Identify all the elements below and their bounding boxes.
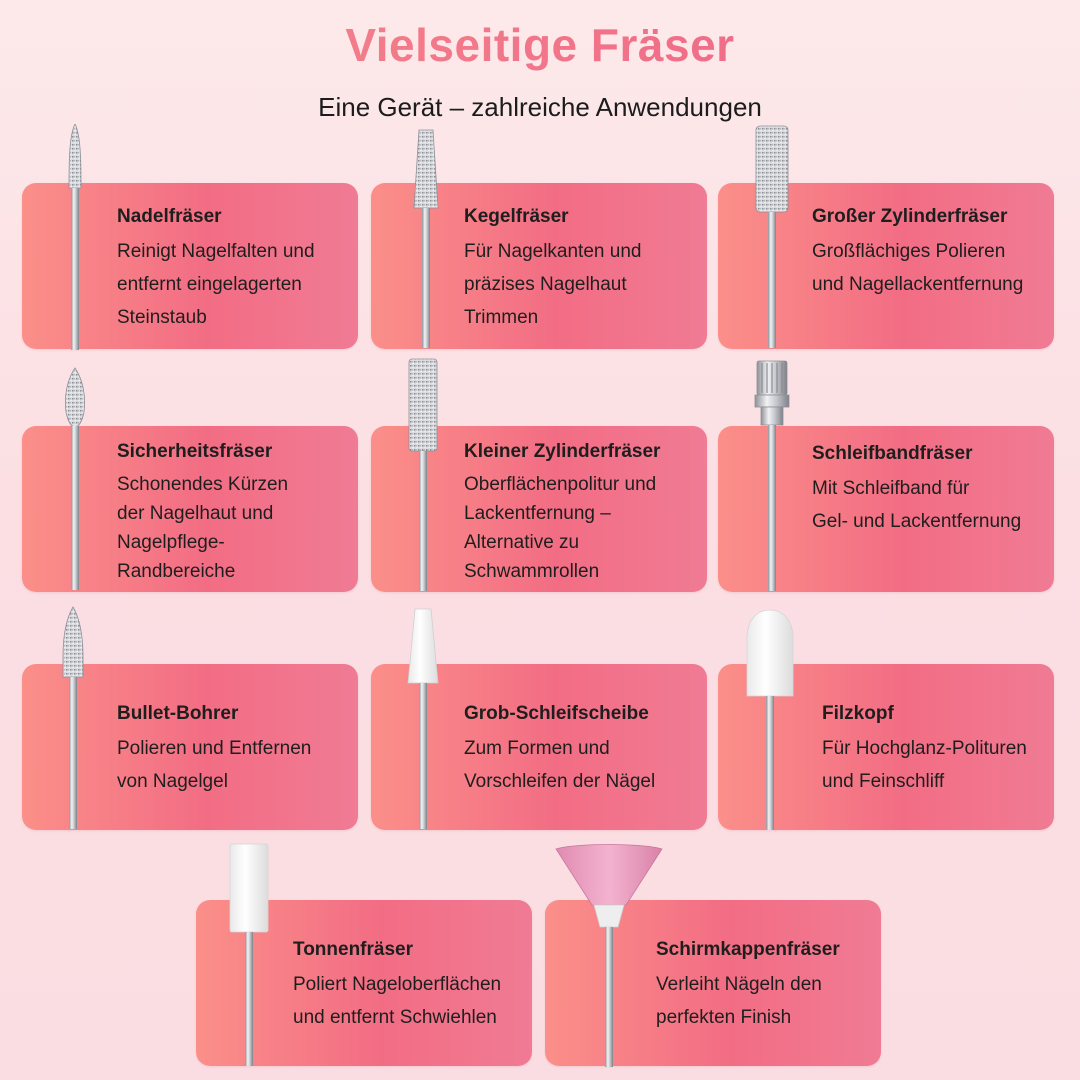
card-description: Schonendes Kürzen der Nagelhaut und Nage… (117, 474, 289, 582)
card-description: Oberflächenpolitur und Lackentfernung – … (464, 474, 657, 582)
card-description: Reinigt Nagelfalten und entfernt eingela… (117, 241, 315, 328)
card-description: Poliert Nageloberflächen und entfernt Sc… (293, 974, 502, 1028)
card-description: Für Hochglanz-Polituren und Feinschliff (822, 738, 1027, 792)
cone-bit-icon (413, 129, 439, 348)
page-title: Vielseitige Fräser (0, 18, 1080, 72)
card-title: Großer Zylinderfräser (812, 206, 1008, 227)
card-title: Bullet-Bohrer (117, 703, 239, 724)
card-title: Filzkopf (822, 703, 894, 724)
card-title: Sicherheitsfräser (117, 441, 273, 462)
felt-head-icon (746, 609, 794, 830)
card-description: Verleiht Nägeln den perfekten Finish (656, 974, 822, 1028)
card-description: Zum Formen und Vorschleifen der Nägel (464, 738, 656, 792)
card-description: Polieren und Entfernen von Nagelgel (117, 738, 312, 792)
card-title: Schleifbandfräser (812, 443, 973, 464)
card-title: Grob-Schleifscheibe (464, 703, 649, 724)
barrel-bit-icon (229, 843, 269, 1066)
card-bullet-bohrer: Bullet-Bohrer Polieren und Entfernen von… (22, 664, 358, 830)
small-cylinder-bit-icon (408, 358, 438, 591)
card-schirmkappenfraeser: Schirmkappenfräser Verleiht Nägeln den p… (545, 900, 881, 1066)
card-title: Kegelfräser (464, 206, 569, 227)
sanding-band-mandrel-icon (754, 360, 790, 591)
large-cylinder-bit-icon (755, 125, 789, 348)
card-description: Mit Schleifband für Gel- und Lackentfern… (812, 478, 1022, 532)
card-title: Nadelfräser (117, 206, 222, 227)
needle-bit-icon (68, 124, 82, 350)
card-title: Tonnenfräser (293, 939, 414, 960)
card-title: Kleiner Zylinderfräser (464, 441, 661, 462)
card-description: Für Nagelkanten und präzises Nagelhaut T… (464, 241, 642, 328)
coarse-grinding-stone-icon (407, 608, 439, 829)
page-subtitle: Eine Gerät – zahlreiche Anwendungen (318, 92, 762, 122)
card-description: Großflächiges Polieren und Nagellackentf… (812, 241, 1024, 295)
umbrella-cap-bit-icon (555, 844, 663, 1067)
bullet-bit-icon (62, 606, 84, 829)
safety-bit-icon (65, 367, 85, 590)
card-title: Schirmkappenfräser (656, 939, 840, 960)
